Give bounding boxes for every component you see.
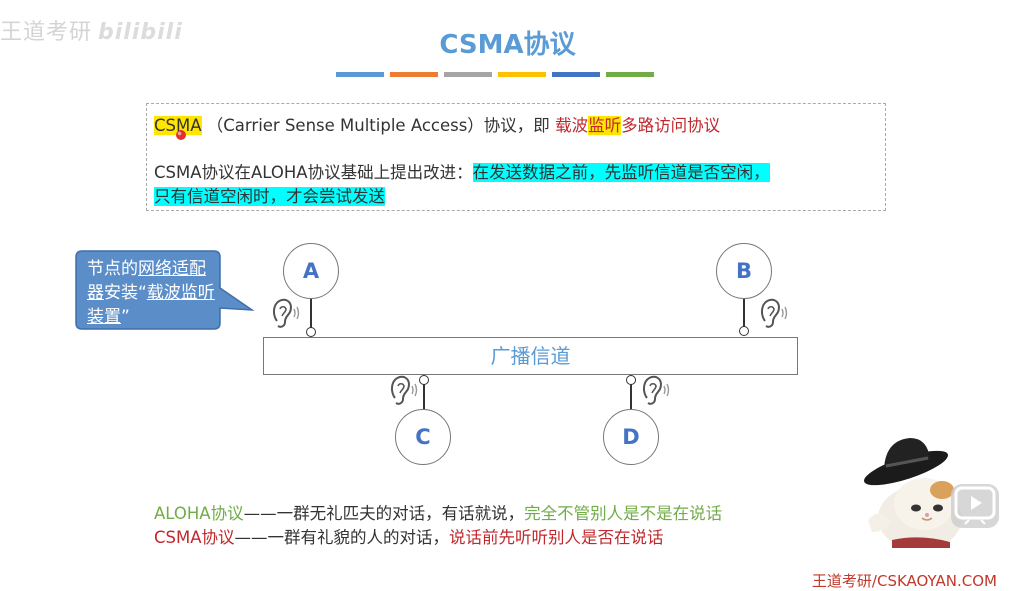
callout-text: 节点的网络适配器安装“载波监听装置” [87,257,217,329]
aloha-middle: ——一群无礼匹夫的对话，有话就说， [243,504,525,523]
color-bar-gray [444,72,492,77]
color-bar-darkblue [552,72,600,77]
node-a: A [283,243,339,299]
color-bar-orange [390,72,438,77]
cat-with-hat-image [864,438,962,548]
footer-brand: 王道考研/CSKAOYAN.COM [811,572,997,590]
definition-line: CSMA （Carrier Sense Multiple Access）协议，即… [154,112,720,136]
callout-part5: ” [121,307,130,327]
aloha-comparison: ALOHA协议——一群无礼匹夫的对话，有话就说，完全不管别人是不是在说话 [154,500,722,524]
csma-term: CSMA [154,116,202,135]
color-bar-green [606,72,654,77]
node-d: D [603,409,659,465]
callout-device: 载波监听装置 [87,283,215,327]
cursor-dot-icon [176,130,186,140]
node-c: C [395,409,451,465]
callout-part3: 安装“ [104,283,147,303]
tap-b [739,326,749,336]
csma-tail: 说话前先听听别人是否在说话 [449,528,664,547]
callout-part1: 节点的 [87,259,138,279]
page-title: CSMA协议 [439,30,576,60]
multiple-access-text: 多路访问协议 [621,116,721,135]
play-icon[interactable] [949,482,1001,530]
csma-name: CSMA协议 [154,528,235,547]
adapter-callout: 节点的网络适配器安装“载波监听装置” [74,250,255,330]
ear-icon [760,298,788,328]
wire-c [423,383,425,410]
carrier-text: 载波 [555,116,589,135]
broadcast-channel: 广播信道 [263,337,798,375]
watermark-text: 王道考研 [0,20,93,45]
tap-a [306,327,316,337]
improvement-line: CSMA协议在ALOHA协议基础上提出改进：在发送数据之前，先监听信道是否空闲， [154,159,770,183]
csma-expansion: （Carrier Sense Multiple Access）协议，即 [206,116,550,135]
wire-b [743,298,745,327]
improvement-prefix: CSMA协议在ALOHA协议基础上提出改进： [154,163,473,182]
tap-c [419,375,429,385]
ear-icon [642,375,670,405]
improvement-highlight: 在发送数据之前，先监听信道是否空闲， [472,163,770,182]
bilibili-logo: bilibili [98,20,183,45]
definition-box: CSMA （Carrier Sense Multiple Access）协议，即… [146,103,886,211]
callout-bubble-shape [75,250,255,330]
callout-adapter: 网络适配器 [87,259,206,303]
csma-comparison: CSMA协议——一群有礼貌的人的对话，说话前先听听别人是否在说话 [154,524,664,548]
aloha-name: ALOHA协议 [154,504,244,523]
ear-icon [390,375,418,405]
aloha-tail: 完全不管别人是不是在说话 [524,504,723,523]
wire-d [630,383,632,410]
ear-icon [272,298,300,328]
color-bar-blue [336,72,384,77]
node-b: B [716,243,772,299]
improvement-line-2: 只有信道空闲时，才会尝试发送 [154,183,385,207]
listen-text: 监听 [588,116,622,135]
color-bar-yellow [498,72,546,77]
csma-middle: ——一群有礼貌的人的对话， [234,528,450,547]
wire-a [310,298,312,328]
tap-d [626,375,636,385]
improvement-highlight-2: 只有信道空闲时，才会尝试发送 [154,187,385,206]
